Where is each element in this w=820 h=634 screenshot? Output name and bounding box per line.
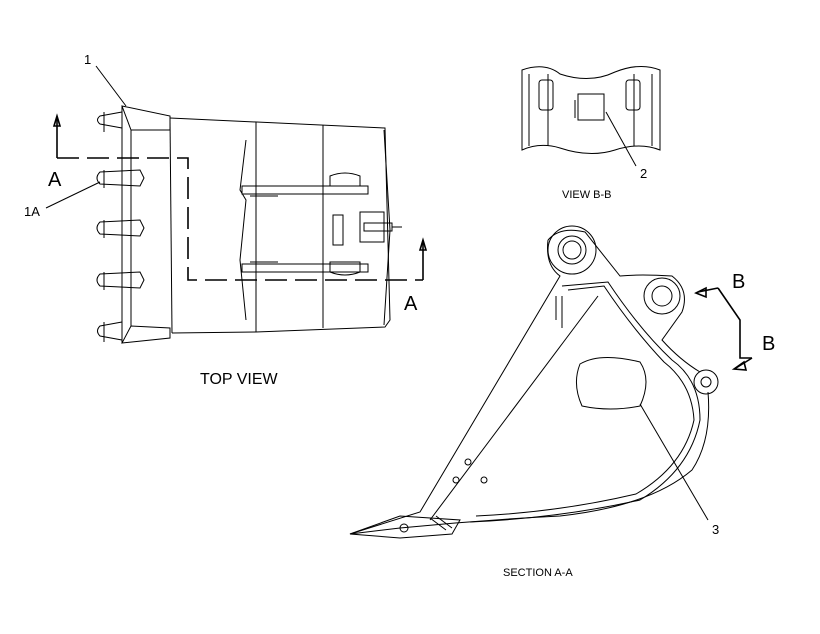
callout-1a: 1A: [24, 204, 40, 219]
section-mark-left: A: [48, 169, 62, 191]
top-view-caption: TOP VIEW: [200, 371, 279, 388]
callout-1: 1: [84, 52, 91, 67]
section-cut-line-aa: [52, 113, 428, 281]
view-mark-top: B: [732, 271, 745, 293]
top-view-drawing: [45, 65, 428, 344]
leader-line-3: [639, 403, 709, 521]
leader-line-2: [605, 111, 637, 167]
view-bb-caption: VIEW B-B: [562, 189, 612, 201]
view-bb-drawing: [521, 66, 661, 167]
leader-line-1: [95, 65, 127, 107]
section-aa-drawing: [349, 225, 753, 539]
callout-2: 2: [640, 166, 647, 181]
view-mark-bottom: B: [762, 333, 775, 355]
section-aa-caption: SECTION A-A: [503, 567, 573, 579]
section-mark-right: A: [404, 293, 418, 315]
leader-line-1a: [45, 181, 101, 209]
callout-3: 3: [712, 522, 719, 537]
bucket-teeth: [96, 111, 145, 342]
